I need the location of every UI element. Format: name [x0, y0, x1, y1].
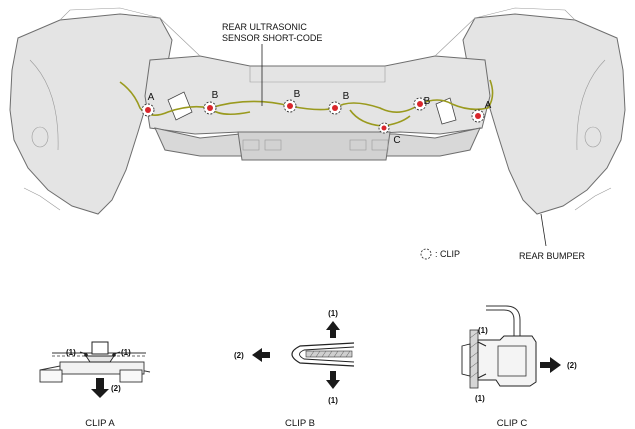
clip-c-step2: (2) — [567, 361, 577, 370]
clip-b-down-arrow — [326, 371, 340, 389]
clip-letters: A B B B B A C — [148, 89, 492, 146]
bumper-detail-lines — [23, 7, 612, 211]
clip-a-detail: (1) (1) (2) CLIP A — [39, 341, 151, 429]
sensor-left-outer — [141, 103, 155, 117]
bumper-leader-line — [540, 213, 547, 247]
reflector-panels — [167, 91, 457, 125]
clip-a-down-arrow — [91, 378, 109, 398]
clip-c-step1-top: (1) — [478, 326, 488, 335]
clip-b-left-arrow — [252, 348, 270, 362]
sensor-center-right — [328, 101, 342, 115]
mark-c: C — [393, 135, 400, 146]
clip-markers — [141, 97, 485, 134]
clip-b-step1-top: (1) — [328, 309, 338, 318]
clip-b-detail: (1) (1) (2) CLIP B — [234, 309, 355, 429]
sensor-center-left — [283, 99, 297, 113]
rear-bumper-body — [9, 13, 626, 215]
clip-legend: : CLIP — [420, 248, 460, 260]
clip-a-caption: CLIP A — [85, 418, 115, 429]
rear-bumper-callout: REAR BUMPER — [519, 251, 586, 261]
mark-a-left: A — [148, 92, 155, 103]
clip-c-marker — [378, 122, 390, 134]
clip-a-step1-right: (1) — [121, 348, 131, 357]
clip-c-detail: (1) (1) (2) CLIP C — [461, 305, 577, 429]
clip-a-step1-left: (1) — [66, 348, 76, 357]
clip-c-caption: CLIP C — [497, 418, 528, 429]
mark-b-center-right: B — [343, 91, 350, 102]
clip-c-step1-bottom: (1) — [475, 394, 485, 403]
clip-legend-label: : CLIP — [435, 249, 460, 259]
clip-legend-icon — [420, 248, 432, 260]
clip-b-up-arrow — [326, 321, 340, 338]
mark-a-right: A — [485, 100, 492, 111]
clip-a-step2: (2) — [111, 384, 121, 393]
mark-b-right: B — [424, 96, 431, 107]
mark-b-center-left: B — [294, 89, 301, 100]
clip-c-right-arrow — [540, 357, 561, 373]
sensor-left-inner — [203, 101, 217, 115]
sensor-harness-callout: REAR ULTRASONIC SENSOR SHORT-CODE — [222, 22, 322, 43]
sensor-right-outer — [471, 109, 485, 123]
sensor-right-inner — [413, 97, 427, 111]
mark-b-left: B — [212, 90, 219, 101]
clip-b-step2: (2) — [234, 351, 244, 360]
clip-b-step1-bottom: (1) — [328, 396, 338, 405]
clip-b-caption: CLIP B — [285, 418, 315, 429]
